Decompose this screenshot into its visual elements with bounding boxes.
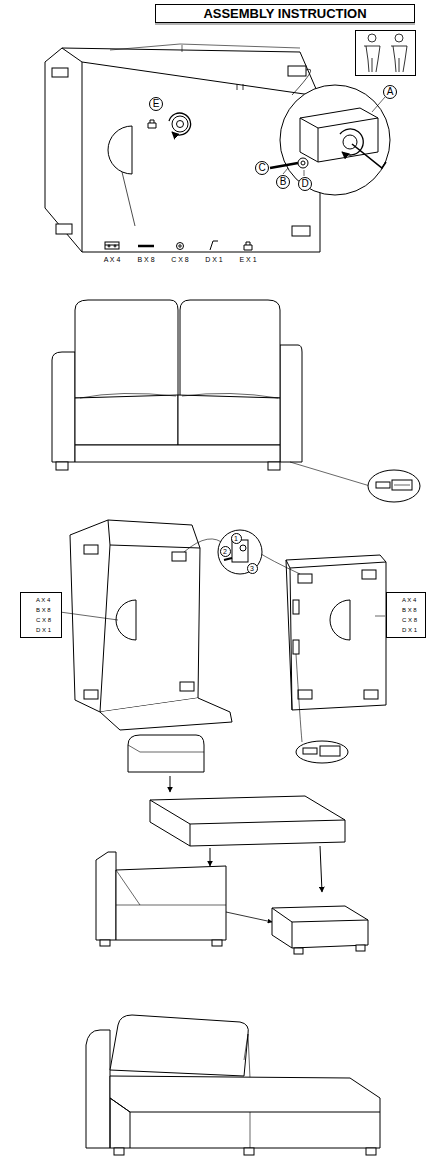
callout-circle: A <box>383 85 397 99</box>
part-count: C X 8 <box>171 256 189 263</box>
part-count: D X 1 <box>205 256 223 263</box>
parts-list-box: A X 4B X 8C X 8D X 1 <box>386 592 426 638</box>
part-count: A X 4 <box>21 595 59 605</box>
callout-circle: 2 <box>220 546 231 557</box>
part-count: E X 1 <box>239 256 256 263</box>
callout-circle: D <box>298 177 312 191</box>
callout-circle: 1 <box>231 533 242 544</box>
parts-list-box: A X 4B X 8C X 8D X 1 <box>20 592 62 638</box>
part-count: D X 1 <box>21 625 59 635</box>
callout-circle: C <box>255 161 269 175</box>
callout-letter: 1 <box>234 535 238 542</box>
callout-circle: 3 <box>247 563 258 574</box>
part-count: B X 8 <box>137 256 154 263</box>
callout-letter: D <box>301 179 308 189</box>
callout-circle: B <box>276 175 290 189</box>
part-count: B X 8 <box>387 605 423 615</box>
callout-letter: 3 <box>250 565 254 572</box>
part-count: C X 8 <box>21 615 59 625</box>
callout-letter: C <box>258 163 265 173</box>
callout-letter: E <box>153 99 160 109</box>
callout-circle: E <box>149 97 163 111</box>
part-count: D X 1 <box>387 625 423 635</box>
callout-letter: 2 <box>223 548 227 555</box>
title-text: ASSEMBLY INSTRUCTION <box>156 5 414 22</box>
part-count: A X 4 <box>104 256 121 263</box>
part-count: A X 4 <box>387 595 423 605</box>
part-count: B X 8 <box>21 605 59 615</box>
callout-letter: A <box>387 87 394 97</box>
callout-letter: B <box>280 177 287 187</box>
part-count: C X 8 <box>387 615 423 625</box>
